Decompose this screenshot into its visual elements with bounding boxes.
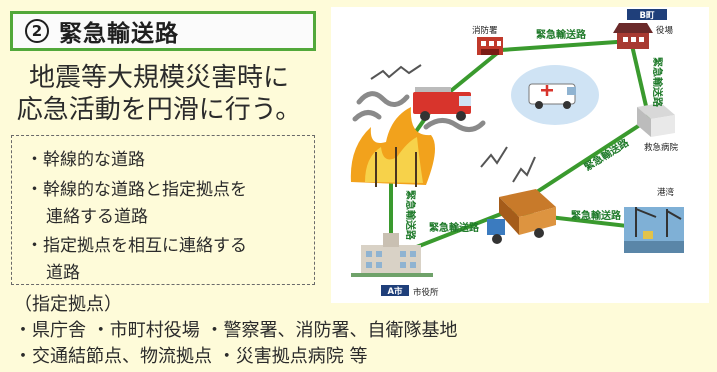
section-number: 2 [25,19,49,43]
criteria-box [11,135,315,285]
criteria-item-trunk-to-base: ・幹線的な道路と指定拠点を [26,180,247,200]
lead-line-2: 応急活動を円滑に行う。 [16,95,302,125]
town-office-icon [613,23,653,49]
city-a-badge-label: A市 [387,286,403,297]
town-b-badge [627,9,667,20]
ambulance-icon [511,65,599,125]
hospital-label: 救急病院 [644,142,679,153]
emergency-road-illustration: 消防署 B町 役場 救急病院 [331,7,709,303]
fire-icon [350,107,435,187]
road-network-map: 消防署 B町 役場 救急病院 [350,9,684,298]
criteria-item-trunk-to-base-cont: 連絡する道路 [46,207,148,227]
port-label: 港湾 [657,187,675,198]
town-b-badge-label: B町 [640,11,655,21]
supply-truck-icon [487,189,556,244]
port-icon [624,207,684,253]
fire-station-icon [477,37,503,55]
crack-icon [370,64,536,183]
smoke-icon [352,91,486,132]
road-label-city: 緊急輸送路 [429,221,480,234]
lead-line-1: 地震等大規模災害時に [28,63,289,93]
road-label-left: 緊急輸送路 [404,190,417,241]
criteria-item-base-to-base-cont: 道路 [46,263,80,283]
road-label-top: 緊急輸送路 [536,28,587,41]
city-office-icon [351,233,433,277]
designated-heading: （指定拠点） [14,294,122,315]
designated-list-2: ・交通結節点、物流拠点 ・災害拠点病院 等 [14,346,368,367]
designated-list-1: ・県庁舎 ・市町村役場 ・警察署、消防署、自衛隊基地 [14,320,458,341]
road-label-diagonal: 緊急輸送路 [582,135,632,173]
section-title-box: 2 緊急輸送路 [10,11,316,51]
fire-station-label: 消防署 [472,25,498,36]
city-a-badge [381,285,409,296]
fire-truck-icon [413,87,471,121]
section-title: 緊急輸送路 [59,21,179,47]
criteria-item-base-to-base: ・指定拠点を相互に連絡する [26,236,247,256]
road-label-right: 緊急輸送路 [651,57,664,108]
town-b-office-label: 役場 [656,25,674,36]
criteria-item-trunk-road: ・幹線的な道路 [26,150,145,170]
road-label-port: 緊急輸送路 [571,209,622,222]
hospital-icon [637,103,675,137]
city-a-office-label: 市役所 [413,287,439,298]
